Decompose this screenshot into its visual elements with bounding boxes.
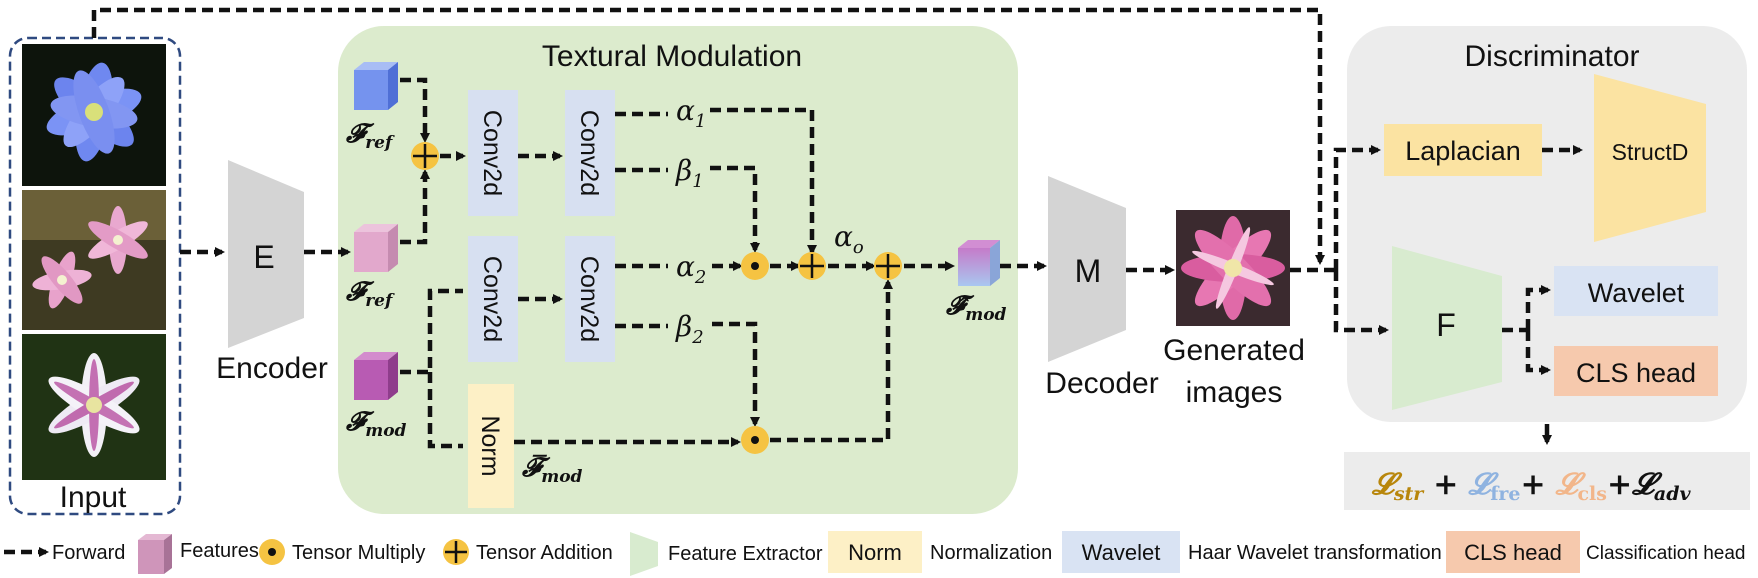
feature-cube-mod-hat (958, 240, 1000, 286)
norm-label: Norm (476, 415, 504, 476)
generated-label-line2: images (1186, 376, 1283, 409)
legend-norm-box (828, 531, 922, 573)
legend-multiply-icon (259, 539, 285, 565)
discriminator-title: Discriminator (1464, 40, 1639, 73)
legend-norm-box-label: Norm (848, 540, 902, 565)
multiply-operator-alpha2 (741, 252, 769, 280)
cls-head-box (1554, 346, 1718, 396)
conv2d-label-bottom-2: Conv2d (575, 256, 603, 342)
f-mod-label: 𝓕mod (345, 407, 407, 441)
legend-normalization: Normalization (930, 542, 1052, 564)
f-mod-hat-label: 𝓕̂mod (945, 291, 1007, 325)
flow-to-extractor (1333, 270, 1389, 335)
f-mod-bar-label: 𝓕̅mod (521, 453, 583, 487)
laplacian-box (1384, 124, 1542, 176)
beta1-label: β1 (675, 154, 704, 192)
feature-extractor-letter: F (1436, 307, 1456, 343)
conv2d-label-top-1: Conv2d (478, 110, 506, 196)
loss-panel (1344, 452, 1750, 510)
legend-features: Features (180, 540, 259, 562)
addition-operator-final (874, 252, 902, 280)
alpha0-label: αo (834, 220, 864, 258)
beta2-label: β2 (675, 310, 704, 348)
modulation-flows (400, 77, 955, 449)
legend-feature-cube (138, 534, 172, 574)
alpha2-label: α2 (676, 250, 706, 288)
input-image-pink-flowers (22, 190, 166, 330)
decoder-letter: M (1075, 253, 1102, 289)
structd-trapezoid (1594, 74, 1706, 242)
f-ref-top-label: 𝓕ref (345, 119, 395, 153)
feature-cube-mod (354, 352, 398, 400)
legend-addition-icon (443, 539, 469, 565)
legend-extractor: Feature Extractor (668, 543, 823, 565)
feature-extractor-trapezoid (1392, 246, 1502, 410)
conv2d-box-bottom-1 (468, 236, 518, 362)
encoder-trapezoid (228, 160, 304, 348)
feature-cube-ref-blue (354, 62, 398, 110)
legend-wavelet-box (1062, 531, 1180, 573)
legend-addition: Tensor Addition (476, 542, 613, 564)
legend-forward: Forward (52, 542, 125, 564)
legend-wavelet-box-label: Wavelet (1082, 540, 1161, 565)
conv2d-box-top-1 (468, 90, 518, 216)
flow-to-wavelet (1525, 285, 1551, 330)
encoder-label: Encoder (216, 352, 328, 385)
legend-classification: Classification head (1586, 543, 1745, 564)
conv2d-box-bottom-2 (565, 236, 615, 362)
multiply-operator-norm (741, 426, 769, 454)
legend-extractor-icon (630, 532, 658, 576)
legend-multiply: Tensor Multiply (292, 542, 425, 564)
decoder-trapezoid (1048, 176, 1126, 362)
input-image-purple-flower (22, 334, 166, 480)
feature-cube-ref-pink (354, 224, 398, 272)
cls-head-label: CLS head (1576, 358, 1696, 388)
legend: Forward Features Tensor Multiply Tensor … (4, 531, 1745, 576)
flow-to-cls-head (1525, 330, 1551, 375)
modulation-title: Textural Modulation (542, 40, 802, 73)
flow-input-feedback-loop (91, 7, 1325, 265)
generated-label-line1: Generated (1163, 334, 1305, 367)
legend-cls-box (1446, 531, 1580, 573)
input-image-blue-flower (22, 44, 166, 186)
legend-haar: Haar Wavelet transformation (1188, 542, 1442, 564)
encoder-letter: E (253, 239, 274, 275)
wavelet-label: Wavelet (1588, 278, 1685, 308)
structd-label: StructD (1612, 139, 1689, 165)
addition-operator-beta1 (798, 252, 826, 280)
legend-cls-box-label: CLS head (1464, 540, 1562, 565)
laplacian-label: Laplacian (1405, 136, 1521, 166)
input-frame (8, 36, 182, 516)
conv2d-label-bottom-1: Conv2d (478, 256, 506, 342)
decoder-label: Decoder (1045, 367, 1158, 400)
alpha1-label: α1 (676, 94, 706, 132)
norm-box (468, 384, 514, 508)
generated-image (1176, 210, 1290, 326)
conv2d-box-top-2 (565, 90, 615, 216)
f-ref-bottom-label: 𝓕ref (345, 277, 395, 311)
wavelet-box (1554, 266, 1718, 316)
flow-to-laplacian (1333, 145, 1381, 270)
addition-operator-input (411, 142, 439, 170)
input-label: Input (60, 481, 127, 514)
conv2d-label-top-2: Conv2d (575, 110, 603, 196)
